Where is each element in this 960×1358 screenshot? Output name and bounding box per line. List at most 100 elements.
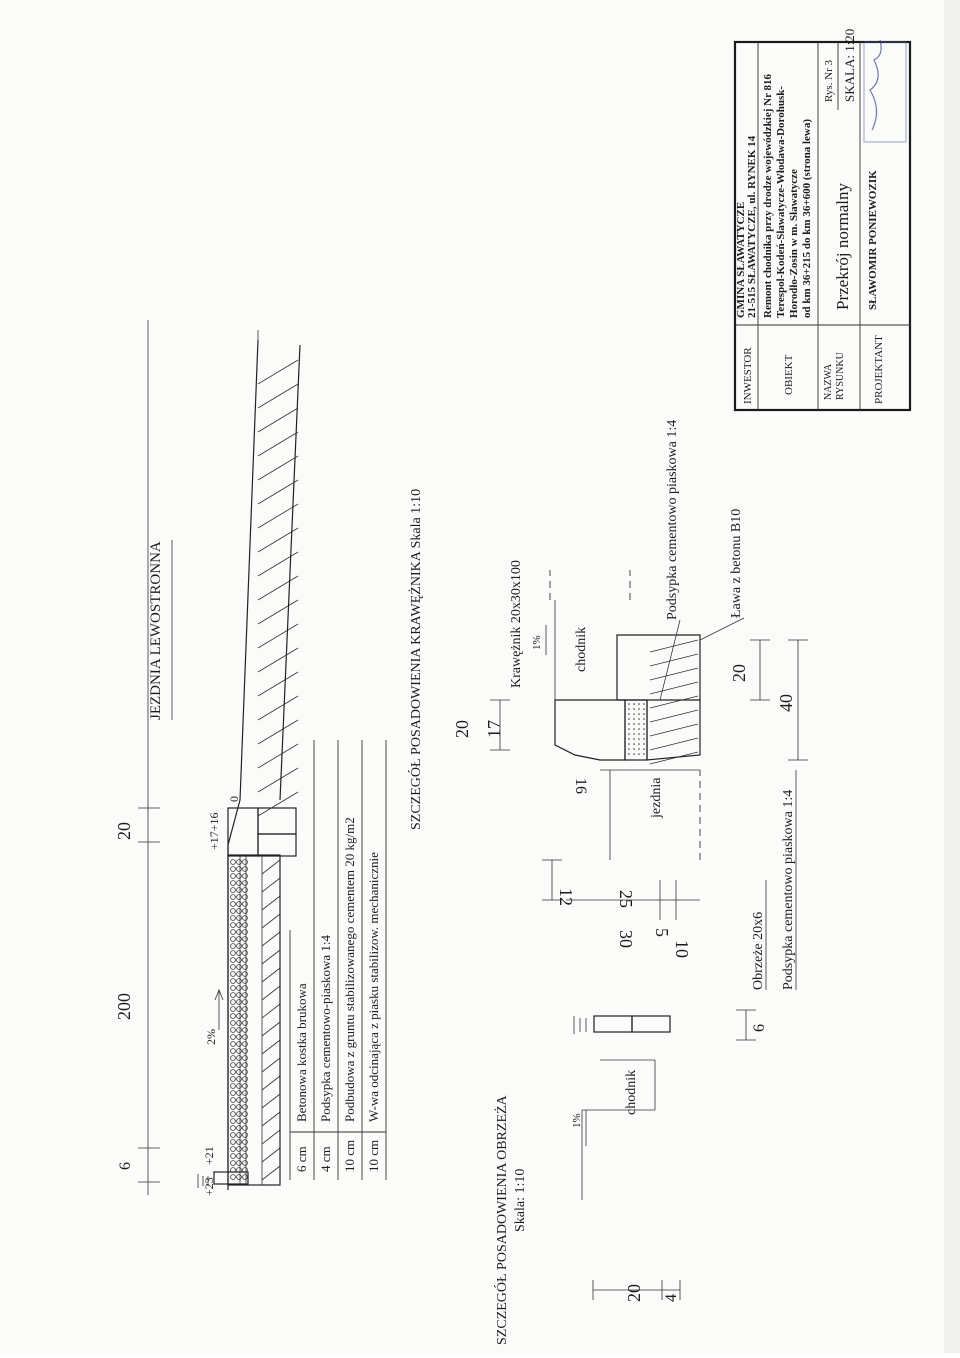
slope-2: 2%: [204, 1029, 218, 1045]
signature: [869, 39, 882, 131]
paving-dot: [236, 978, 242, 984]
bedding-dot: [633, 753, 635, 755]
hatch-line: [261, 859, 281, 875]
kraweznik-bedding: Podsypka cementowo piaskowa 1:4: [665, 420, 680, 620]
obrzeze-bedding: Podsypka cementowo piaskowa 1:4: [781, 790, 796, 990]
paving-dot: [230, 1062, 236, 1068]
bedding-dots: [628, 703, 645, 755]
paving-dot: [242, 1013, 248, 1019]
paving-dot: [242, 1118, 248, 1124]
hatch-line: [261, 1147, 281, 1163]
hatch-line: [261, 895, 281, 911]
paving-dot: [230, 922, 236, 928]
paving-dot: [242, 1048, 248, 1054]
paving-dot: [242, 1125, 248, 1131]
paving-dot: [242, 1083, 248, 1089]
level-21: +21: [202, 1146, 216, 1165]
paving-dot: [236, 1055, 242, 1061]
name-label-1: NAZWA: [823, 363, 834, 400]
hatch-line: [649, 709, 699, 723]
paving-dot: [236, 1097, 242, 1103]
hatch-line: [257, 719, 299, 745]
layer-legend: 6 cm Betonowa kostka brukowa 4 cm Podsyp…: [289, 740, 387, 1180]
hatch-line: [649, 751, 699, 765]
hatch-line: [257, 455, 299, 481]
bedding-dot: [643, 748, 645, 750]
paving-dot: [230, 1153, 236, 1159]
layer-3-thickness: 10 cm: [342, 1140, 357, 1172]
obrzeze-slope: 1%: [571, 1113, 583, 1128]
layer-4-thickness: 10 cm: [366, 1140, 381, 1172]
paving-dot: [230, 1160, 236, 1166]
bedding-dot: [628, 703, 630, 705]
paving-dot: [236, 1027, 242, 1033]
paving-dot: [236, 908, 242, 914]
detail-obrzeze: SZCZEGÓŁ POSADOWIENIA OBRZEŻA Skala: 1:1…: [493, 770, 797, 1345]
paving-dot: [236, 915, 242, 921]
paving-dot: [242, 985, 248, 991]
bedding-dot: [628, 718, 630, 720]
bedding-dot: [628, 748, 630, 750]
paving-dot: [230, 1174, 236, 1180]
kraweznik-dim-10: 10: [672, 940, 692, 958]
paving-dot: [230, 1055, 236, 1061]
paving-dot: [242, 1111, 248, 1117]
hatch-line: [261, 1129, 281, 1145]
roadway-hatching: [257, 359, 299, 1181]
hatch-line: [261, 949, 281, 965]
bedding-dot: [628, 733, 630, 735]
paving-dot: [230, 943, 236, 949]
bedding-dot: [633, 703, 635, 705]
hatch-line: [257, 599, 299, 625]
paving-dot: [236, 1104, 242, 1110]
hatch-line: [257, 551, 299, 577]
paving-dot: [236, 901, 242, 907]
paving-dot: [242, 1020, 248, 1026]
paving-dot: [242, 999, 248, 1005]
drawing-scale: SKALA: 1:20: [842, 29, 857, 102]
dim-200: 200: [114, 993, 134, 1020]
paving-dot: [236, 950, 242, 956]
paving-dot: [242, 1146, 248, 1152]
kraweznik-sidewalk: chodnik: [574, 627, 589, 672]
hatch-line: [261, 1003, 281, 1019]
kraweznik-dim-20-bottom: 20: [729, 664, 749, 682]
paving-dot: [230, 1097, 236, 1103]
hatch-line: [649, 695, 699, 709]
kraweznik-curb: Krawężnik 20x30x100: [509, 560, 524, 688]
paving-dot: [242, 978, 248, 984]
paving-dot: [230, 1076, 236, 1082]
paving-dot: [230, 873, 236, 879]
paving-dot: [230, 978, 236, 984]
hatch-line: [649, 667, 699, 681]
hatch-line: [261, 1093, 281, 1109]
level-0: 0: [227, 796, 241, 802]
bedding-dot: [628, 753, 630, 755]
paving-dot: [230, 929, 236, 935]
designer-label: PROJEKTANT: [873, 335, 885, 404]
obrzeze-scale: Skala: 1:10: [513, 1169, 528, 1232]
bedding-dot: [628, 738, 630, 740]
kraweznik-dim-25: 25: [616, 890, 636, 908]
paving-dot: [242, 1174, 248, 1180]
paving-dot: [242, 1055, 248, 1061]
paving-dot: [242, 1069, 248, 1075]
hatch-line: [257, 431, 299, 457]
paving-dot: [242, 887, 248, 893]
bedding-dot: [638, 713, 640, 715]
paving-dot: [242, 1153, 248, 1159]
hatch-line: [257, 623, 299, 649]
hatch-line: [257, 503, 299, 529]
paving-dot: [230, 1020, 236, 1026]
bedding-dot: [633, 718, 635, 720]
bedding-dot: [638, 703, 640, 705]
paving-dot: [242, 929, 248, 935]
hatch-line: [261, 1057, 281, 1073]
hatch-line: [257, 791, 299, 817]
kraweznik-title: SZCZEGÓŁ POSADOWIENIA KRAWĘŻNIKA Skala 1…: [407, 489, 424, 830]
bedding-dot: [643, 753, 645, 755]
paving-dot: [236, 943, 242, 949]
bedding-dot: [638, 718, 640, 720]
bedding-dot: [638, 753, 640, 755]
name-label-2: RYSUNKU: [835, 351, 846, 400]
